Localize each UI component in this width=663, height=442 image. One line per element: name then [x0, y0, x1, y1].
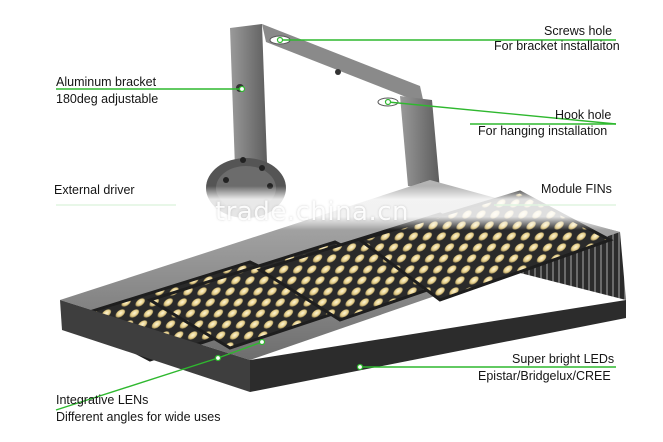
leds-title: Super bright LEDs [512, 352, 615, 366]
aluminum-bracket-desc: 180deg adjustable [56, 92, 159, 106]
housing-side [250, 300, 626, 392]
external-driver-label: External driver [54, 183, 135, 197]
callout-dots [214, 36, 392, 371]
watermark-band [0, 186, 663, 230]
hook-hole-title: Hook hole [555, 108, 612, 122]
hook-hole-desc: For hanging installation [478, 124, 608, 138]
module-fins-label: Module FINs [541, 182, 612, 196]
watermark-text: trade.china.cn [215, 197, 410, 227]
leds-desc: Epistar/Bridgelux/CREE [478, 369, 611, 383]
housing-front [60, 300, 250, 392]
aluminum-bracket [230, 24, 440, 196]
lens-desc: Different angles for wide uses [56, 410, 221, 424]
screws-hole-desc: For bracket installaiton [494, 39, 620, 53]
lens-title: Integrative LENs [56, 393, 149, 407]
screws-hole-title: Screws hole [544, 24, 613, 38]
aluminum-bracket-title: Aluminum bracket [56, 75, 157, 89]
